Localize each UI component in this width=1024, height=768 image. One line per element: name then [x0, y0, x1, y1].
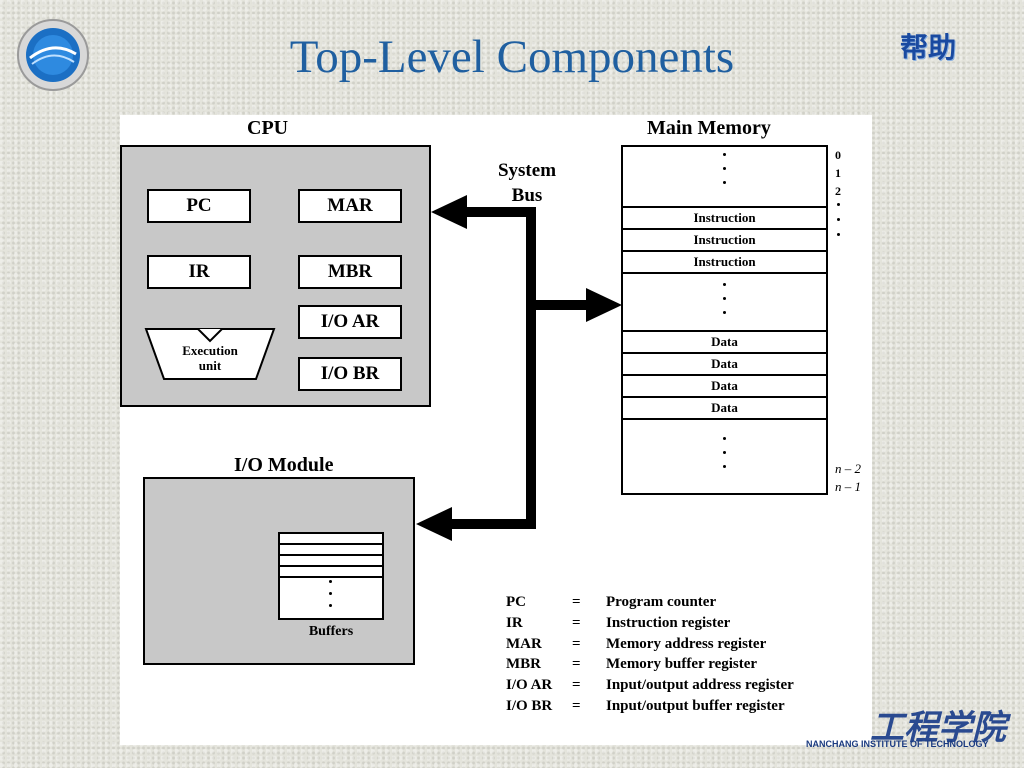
mar-register: MAR: [298, 189, 402, 223]
io-ar-register: I/O AR: [298, 305, 402, 339]
cpu-label: CPU: [247, 117, 289, 139]
bus-arrow-cpu: [431, 195, 467, 229]
memory-row-data: Data: [623, 352, 826, 374]
legend-row: MAR=Memory address register: [506, 636, 767, 652]
memory-row-instruction: Instruction: [623, 206, 826, 228]
buffers-box: [278, 532, 384, 620]
memory-row-instruction: Instruction: [623, 250, 826, 272]
top-level-components-diagram: CPU PC MAR IR MBR I/O AR I/O BR Executio…: [120, 115, 872, 745]
page-title: Top-Level Components: [289, 31, 735, 83]
bus-arrow-memory: [586, 288, 622, 322]
io-module-label: I/O Module: [234, 454, 334, 476]
address-ellipsis: [837, 203, 840, 247]
legend-row: MBR=Memory buffer register: [506, 656, 758, 672]
memory-addresses-bottom: n – 2 n – 1: [835, 461, 861, 494]
memory-ellipsis-bottom: [722, 437, 727, 479]
system-bus: [416, 195, 622, 541]
help-button[interactable]: 帮助: [900, 31, 957, 64]
cpu-box: PC MAR IR MBR I/O AR I/O BR Execution un…: [120, 145, 431, 407]
io-module-box: Buffers: [143, 477, 415, 665]
execution-unit-label: Execution unit: [182, 343, 238, 373]
memory-row-gap: [623, 418, 826, 493]
memory-row-data: Data: [623, 374, 826, 396]
system-bus-label: System Bus: [497, 160, 557, 206]
memory-row-data: Data: [623, 396, 826, 418]
io-br-register: I/O BR: [298, 357, 402, 391]
pc-register: PC: [147, 189, 251, 223]
bus-arrow-io: [416, 507, 452, 541]
legend-row: I/O BR=Input/output buffer register: [506, 698, 785, 714]
ir-register: IR: [147, 255, 251, 289]
school-name-cn: 工程学院: [870, 708, 1006, 748]
memory-ellipsis-middle: [722, 283, 727, 325]
buffers-ellipsis: [329, 580, 332, 618]
memory-row-instruction: Instruction: [623, 228, 826, 250]
school-name-en: NANCHANG INSTITUTE OF TECHNOLOGY: [806, 739, 989, 749]
school-logo: [17, 19, 89, 91]
main-memory-label: Main Memory: [647, 117, 771, 139]
memory-addresses-top: 0 1 2: [835, 148, 841, 198]
memory-row-gap: [623, 272, 826, 330]
mbr-register: MBR: [298, 255, 402, 289]
memory-row-data: Data: [623, 330, 826, 352]
execution-unit-shape: [144, 328, 276, 380]
buffers-label: Buffers: [308, 624, 354, 639]
memory-ellipsis-top: [722, 153, 727, 195]
main-memory-box: Instruction Instruction Instruction Data…: [621, 145, 828, 495]
legend-row: IR=Instruction register: [506, 615, 731, 631]
legend-row: I/O AR=Input/output address register: [506, 677, 794, 693]
legend-row: PC=Program counter: [506, 594, 717, 610]
